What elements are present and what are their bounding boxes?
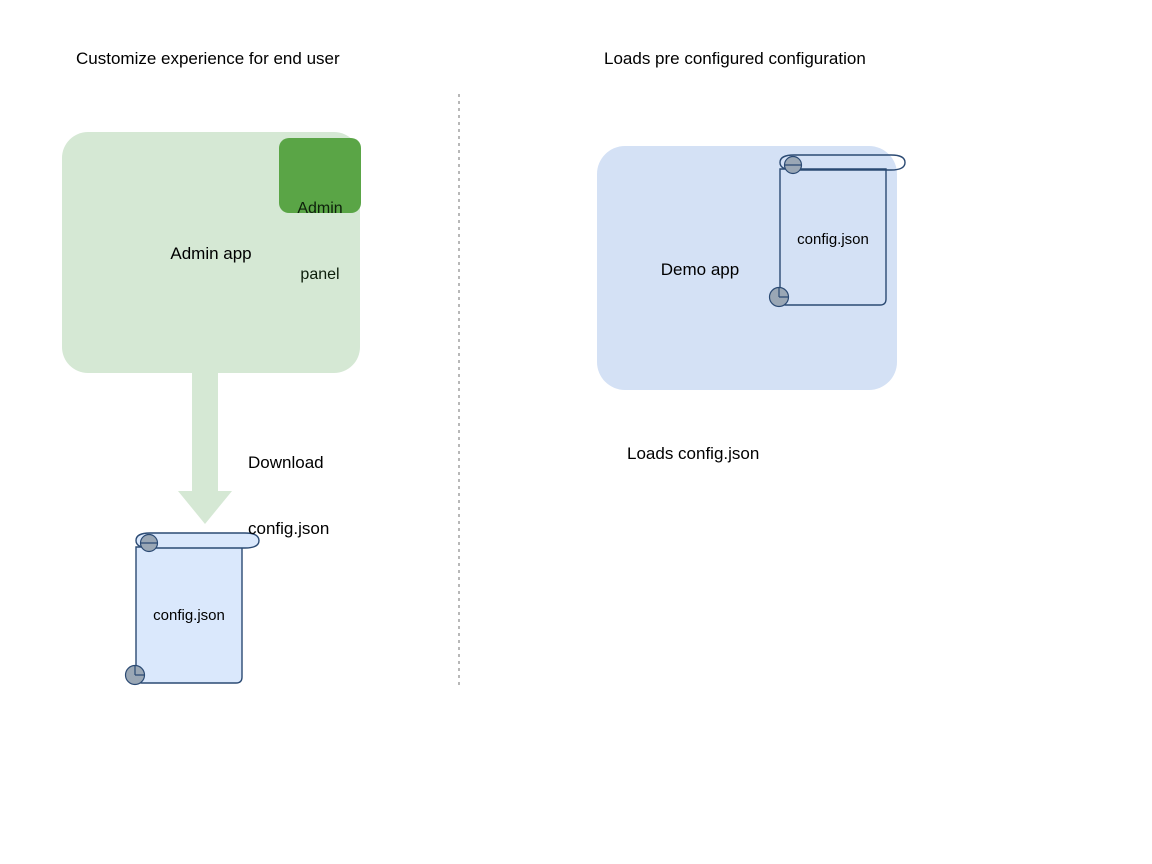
- admin-panel-label-line2: panel: [300, 266, 340, 283]
- admin-panel-label-line1: Admin: [297, 200, 343, 217]
- download-arrow-label-line2: config.json: [248, 519, 330, 538]
- demo-app-label: Demo app: [660, 260, 740, 279]
- loads-config-caption: Loads config.json: [627, 444, 760, 463]
- document-top-roll: [779, 154, 906, 171]
- document-bottom-curl-slit: [134, 665, 145, 676]
- document-bottom-curl-slit: [778, 287, 789, 298]
- config-json-document-right[interactable]: [768, 154, 906, 308]
- document-top-roll: [135, 532, 260, 549]
- config-json-label-right: config.json: [797, 231, 869, 248]
- left-section-heading: Customize experience for end user: [76, 49, 340, 68]
- admin-panel-label: Admin panel: [279, 154, 361, 308]
- config-json-document-left[interactable]: [124, 532, 260, 686]
- demo-app-box[interactable]: [597, 146, 897, 390]
- download-arrow-label: Download config.json: [248, 408, 329, 562]
- admin-app-label: Admin app: [170, 244, 252, 263]
- admin-panel-box[interactable]: [279, 138, 361, 213]
- config-json-label-left: config.json: [153, 607, 225, 624]
- right-section-heading: Loads pre configured configuration: [604, 49, 866, 68]
- download-arrow: [178, 366, 232, 524]
- download-arrow-label-line1: Download: [248, 453, 324, 472]
